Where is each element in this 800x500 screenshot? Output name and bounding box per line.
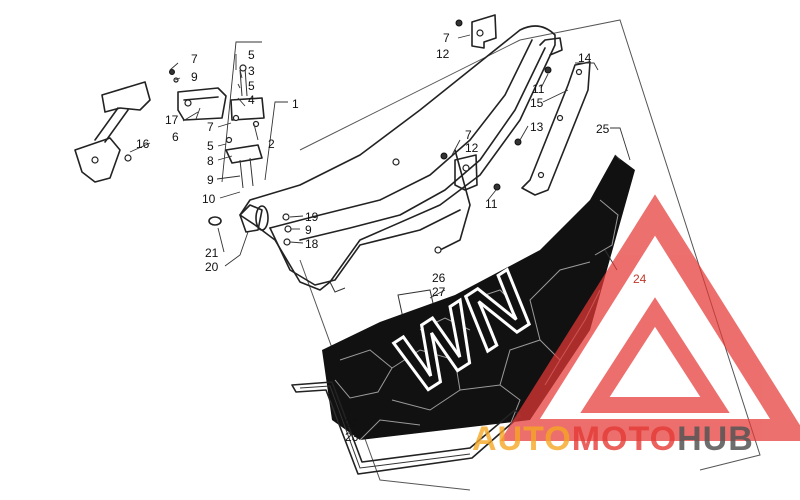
callout-4: 4	[248, 93, 255, 107]
callout-7-top: 7	[191, 52, 198, 66]
watermark-inner-triangle	[580, 297, 730, 413]
callout-9-mid: 9	[207, 173, 214, 187]
callout-17: 17	[165, 113, 179, 127]
callout-9-top: 9	[191, 70, 198, 84]
door-frame	[239, 25, 563, 293]
callout-21: 21	[205, 246, 219, 260]
callout-11-low: 11	[485, 197, 498, 211]
handle-bracket	[74, 81, 151, 183]
callout-27: 27	[432, 285, 446, 299]
watermark-text: AUTOMOTOHUB	[472, 420, 754, 458]
latch-assembly	[169, 64, 265, 189]
callout-18: 18	[305, 237, 319, 251]
callout-7-right-mid: 7	[465, 128, 472, 142]
door-rail	[514, 61, 591, 196]
callout-12-mid: 12	[465, 141, 479, 155]
watermark-outer-triangle	[500, 194, 800, 441]
mid-hinge-bracket	[440, 152, 501, 191]
callout-24: 24	[633, 272, 647, 286]
callout-12-top: 12	[436, 47, 450, 61]
callout-16: 16	[136, 137, 150, 151]
callout-labels: 1 2 3 4 5 5 5 6 7 7 7 7 8 9 9 9 10 11 11…	[136, 31, 647, 444]
door-decal: WN	[322, 154, 635, 441]
watermark-moto: MOTO	[572, 420, 677, 458]
callout-2: 2	[268, 137, 275, 151]
callout-19: 19	[305, 210, 319, 224]
callout-26: 26	[432, 271, 446, 285]
callout-10: 10	[202, 192, 216, 206]
callout-1: 1	[292, 97, 299, 111]
bushing-hardware	[208, 213, 292, 246]
callout-5-top: 5	[248, 48, 255, 62]
watermark-logo	[500, 194, 800, 441]
callout-9-right: 9	[305, 223, 312, 237]
callout-22: 22	[345, 416, 359, 430]
callout-14: 14	[578, 51, 592, 65]
callout-7-right-top: 7	[443, 31, 450, 45]
svg-text:AUTOMOTOHUB: AUTOMOTOHUB	[472, 420, 754, 458]
watermark-auto: AUTO	[472, 420, 572, 458]
callout-3: 3	[248, 64, 255, 78]
callout-25: 25	[596, 122, 610, 136]
callout-8: 8	[207, 154, 214, 168]
watermark-hub: HUB	[677, 420, 754, 458]
callout-6: 6	[172, 130, 179, 144]
callout-20: 20	[205, 260, 219, 274]
leader-lines	[129, 34, 631, 423]
callout-11-top: 11	[532, 82, 545, 96]
callout-7-mid: 7	[207, 120, 214, 134]
callout-5-low: 5	[207, 139, 214, 153]
callout-15: 15	[530, 96, 544, 110]
callout-23: 23	[345, 430, 359, 444]
callout-5-mid: 5	[248, 79, 255, 93]
callout-13: 13	[530, 120, 544, 134]
upper-hinge-bracket	[455, 14, 497, 49]
